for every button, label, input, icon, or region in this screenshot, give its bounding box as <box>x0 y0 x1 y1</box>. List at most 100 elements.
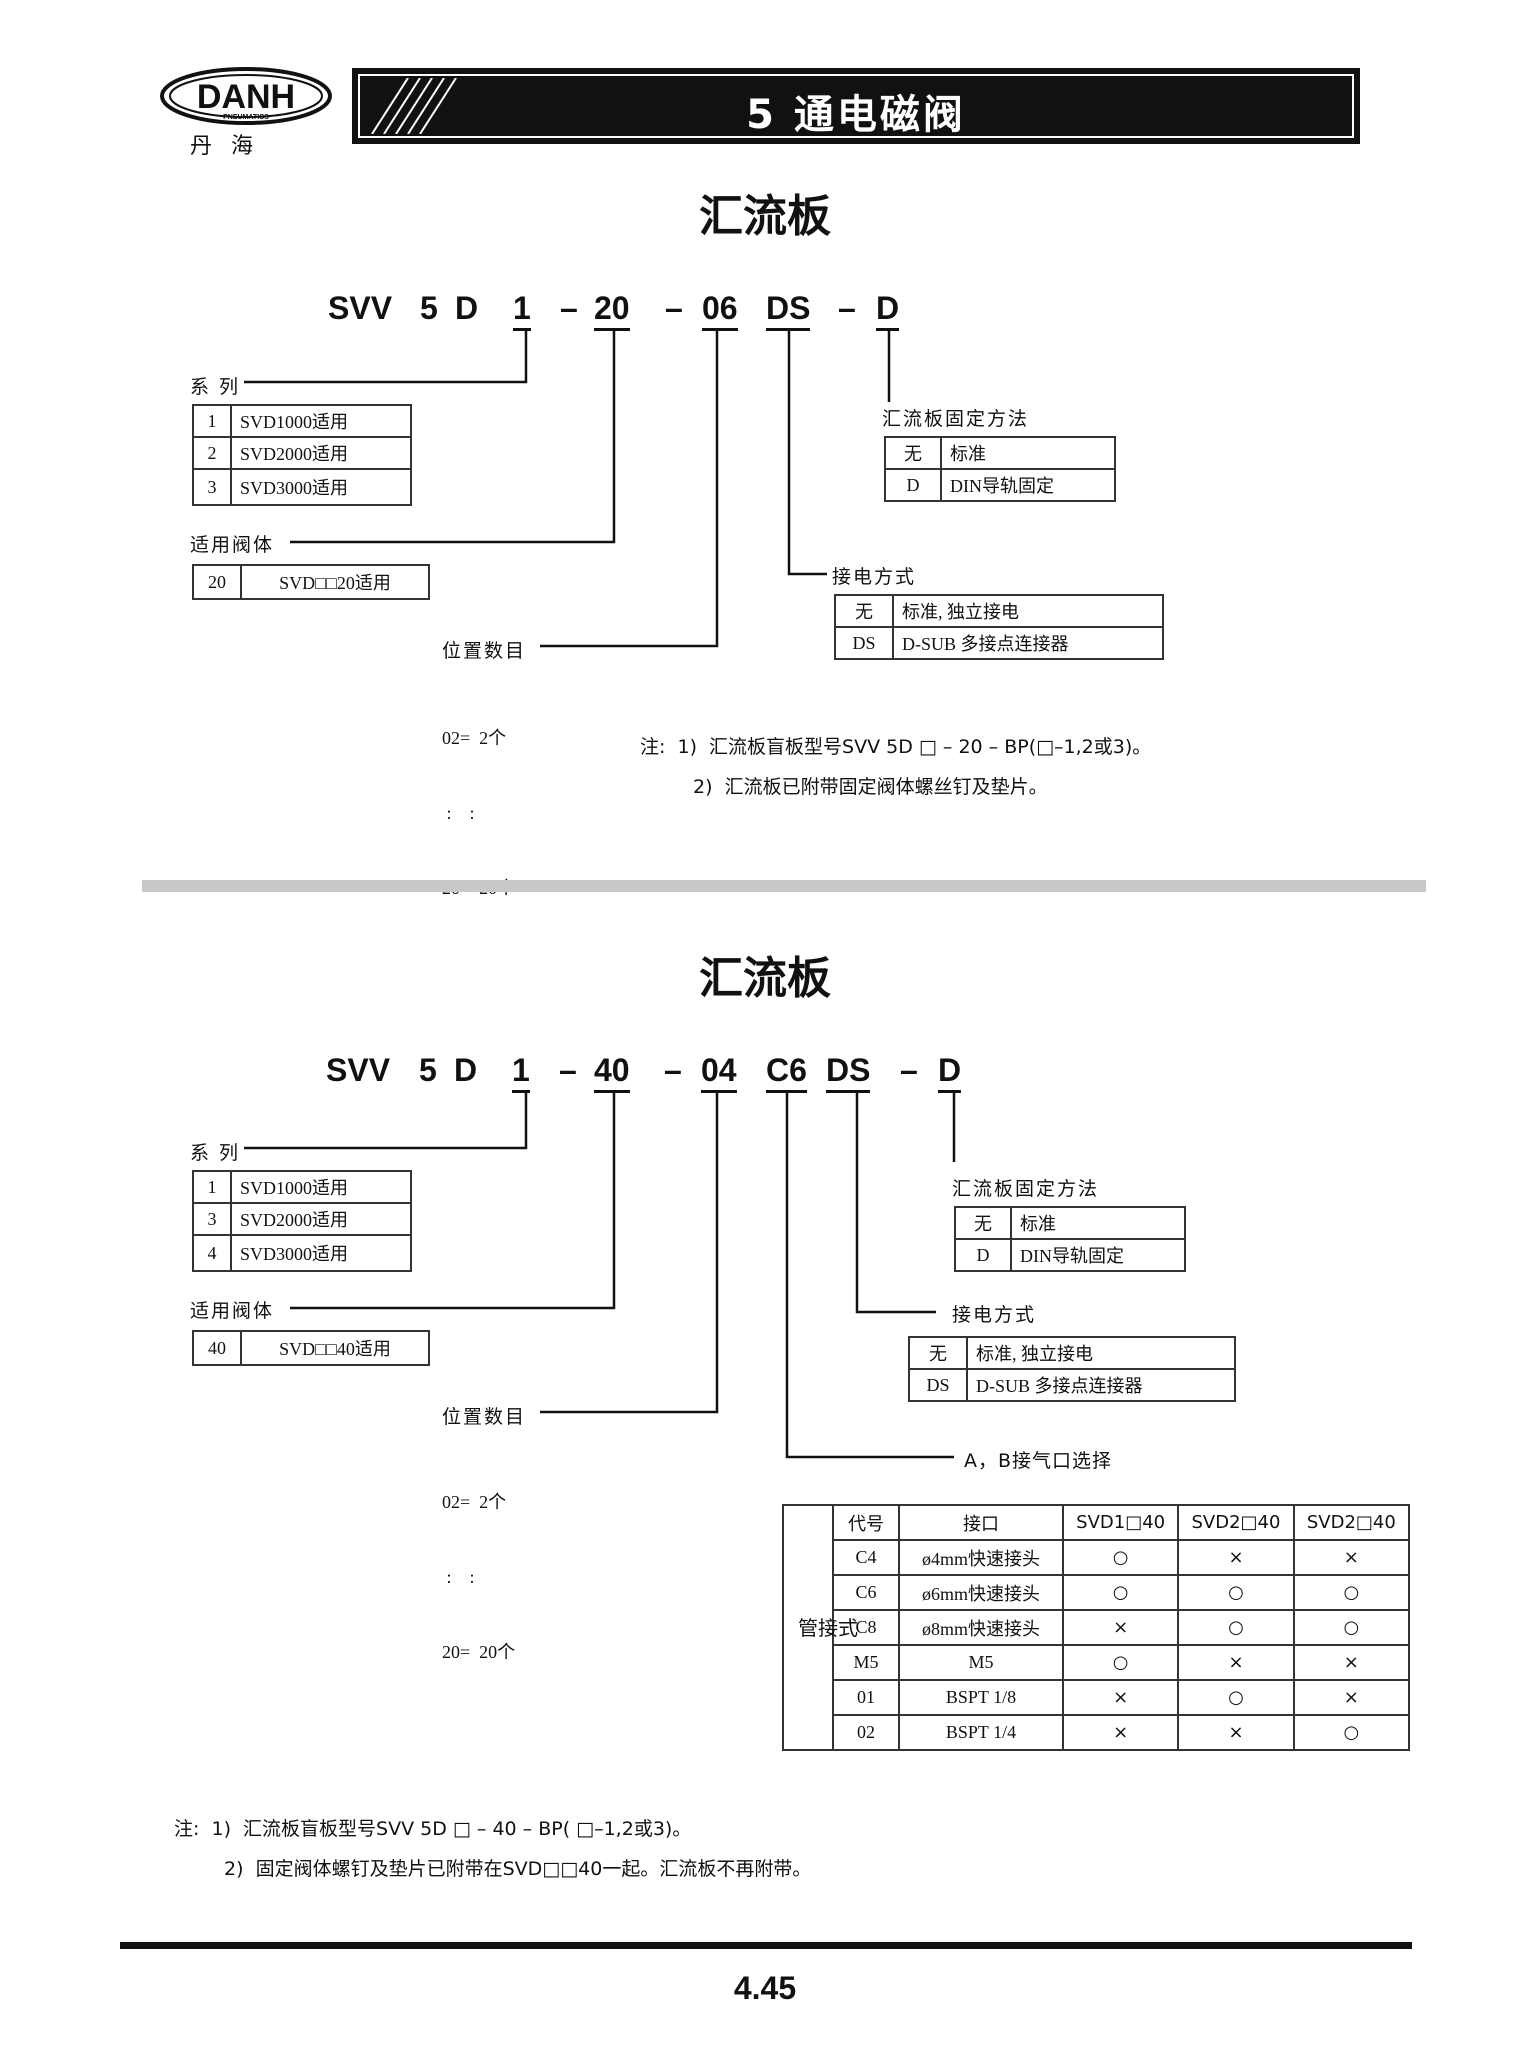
code-wiring: DS <box>826 1052 871 1093</box>
leader-wiring <box>855 1090 936 1314</box>
table-row: 02 BSPT 1/4 × × ○ <box>783 1714 1411 1751</box>
table-cell: 02 <box>832 1714 900 1751</box>
section1-series-label: 系 列 <box>190 376 241 398</box>
code-dash: – <box>560 290 578 326</box>
table-cell: BSPT 1/8 <box>898 1679 1064 1716</box>
code-mount: D <box>876 290 900 331</box>
section2-body-label: 适用阀体 <box>190 1300 275 1322</box>
table-cell: ○ <box>1292 1574 1411 1611</box>
table-header: SVD2□40 <box>1177 1504 1295 1541</box>
header-hatch <box>371 78 457 134</box>
count-line: 20= 20个 <box>442 1642 516 1662</box>
table-cell: 标准 <box>1010 1206 1186 1240</box>
table-header-row: 管接式 代号 接口 SVD1□40 SVD2□40 SVD2□40 <box>782 1504 1411 1751</box>
section2-wiring-label: 接电方式 <box>952 1304 1037 1326</box>
brand-cn: 丹 海 <box>190 134 259 159</box>
table-cell: SVD1000适用 <box>230 1170 412 1204</box>
table-cell: 标准 <box>940 436 1116 470</box>
table-cell: × <box>1292 1644 1411 1681</box>
brand-logo: DANH PNEUMATICS 丹 海 <box>158 62 338 162</box>
section2-count-label: 位置数目 <box>442 1406 527 1428</box>
table-cell: SVD1000适用 <box>230 404 412 438</box>
section2-title: 汇流板 <box>699 953 831 1004</box>
section2-port-table: 管接式 代号 接口 SVD1□40 SVD2□40 SVD2□40 C4 ø4m… <box>782 1504 1411 1751</box>
code-dash: – <box>559 1052 577 1088</box>
leader-count <box>540 328 719 648</box>
table-cell: DIN导轨固定 <box>1010 1238 1186 1272</box>
section-divider <box>142 880 1426 892</box>
table-row: C6 ø6mm快速接头 ○ ○ ○ <box>783 1574 1411 1611</box>
table-cell: ○ <box>1292 1714 1411 1751</box>
table-cell: ○ <box>1061 1539 1180 1576</box>
table-header: 接口 <box>898 1504 1064 1541</box>
section2-count-range: 02= 2个 : : 20= 20个 <box>442 1440 515 1690</box>
section2-port-label: A，B接气口选择 <box>964 1450 1113 1472</box>
table-cell: 无 <box>908 1336 968 1370</box>
table-cell: ○ <box>1177 1574 1295 1611</box>
table-cell: × <box>1061 1679 1180 1716</box>
leader-wiring <box>787 328 827 576</box>
table-cell: BSPT 1/4 <box>898 1714 1064 1751</box>
code-svv: SVV <box>328 290 393 326</box>
table-cell: × <box>1177 1539 1295 1576</box>
table-row: C8 ø8mm快速接头 × ○ ○ <box>783 1609 1411 1646</box>
table-cell: ø4mm快速接头 <box>898 1539 1064 1576</box>
table-cell: C4 <box>832 1539 900 1576</box>
code-dash: – <box>665 290 683 326</box>
table-cell: 3 <box>192 1202 232 1236</box>
brand-text: DANH <box>197 78 295 116</box>
code-dash: – <box>900 1052 918 1088</box>
table-row: 01 BSPT 1/8 × ○ × <box>783 1679 1411 1716</box>
section1-leader-lines <box>244 328 891 648</box>
table-cell: D-SUB 多接点连接器 <box>892 626 1164 660</box>
table-cell: DIN导轨固定 <box>940 468 1116 502</box>
table-row: C4 ø4mm快速接头 ○ × × <box>783 1539 1411 1576</box>
table-cell: 标准, 独立接电 <box>966 1336 1236 1370</box>
code-5: 5 <box>420 290 438 326</box>
table-row: 无标准 <box>954 1206 1186 1240</box>
section1-count-label: 位置数目 <box>442 640 527 662</box>
table-cell: C8 <box>832 1609 900 1646</box>
code-svv: SVV <box>326 1052 391 1088</box>
code-body: 20 <box>594 290 630 331</box>
section2-model-code: SVV 5 D 1 – 40 – 04 C6 DS – D <box>0 1052 1530 1093</box>
leader-body <box>290 328 616 544</box>
table-cell: C6 <box>832 1574 900 1611</box>
leader-port <box>785 1090 954 1459</box>
table-cell: SVD2000适用 <box>230 436 412 470</box>
count-line: : : <box>442 1567 475 1587</box>
table-cell: SVD3000适用 <box>230 468 412 506</box>
leader-series <box>244 1090 528 1150</box>
section1-note-2: 2) 汇流板已附带固定阀体螺丝钉及垫片。 <box>693 776 1048 798</box>
table-row: M5 M5 ○ × × <box>783 1644 1411 1681</box>
leader-series <box>244 328 528 384</box>
section2-mount-label: 汇流板固定方法 <box>952 1178 1100 1200</box>
table-cell: ○ <box>1292 1609 1411 1646</box>
brand-sub: PNEUMATICS <box>223 114 269 121</box>
table-cell: SVD3000适用 <box>230 1234 412 1272</box>
code-series: 1 <box>513 290 531 331</box>
table-cell: × <box>1292 1539 1411 1576</box>
code-count: 04 <box>701 1052 737 1093</box>
table-cell: 3 <box>192 468 232 506</box>
code-dash: – <box>664 1052 682 1088</box>
table-cell: ø6mm快速接头 <box>898 1574 1064 1611</box>
chapter-header-frame <box>358 74 1354 138</box>
count-line: : : <box>442 803 475 823</box>
table-cell: × <box>1061 1714 1180 1751</box>
table-row: 无标准, 独立接电 <box>908 1336 1236 1370</box>
table-cell: ○ <box>1177 1679 1295 1716</box>
table-cell: M5 <box>898 1644 1064 1681</box>
code-series: 1 <box>512 1052 530 1093</box>
table-cell: ø8mm快速接头 <box>898 1609 1064 1646</box>
table-cell: SVD□□20适用 <box>240 564 430 600</box>
